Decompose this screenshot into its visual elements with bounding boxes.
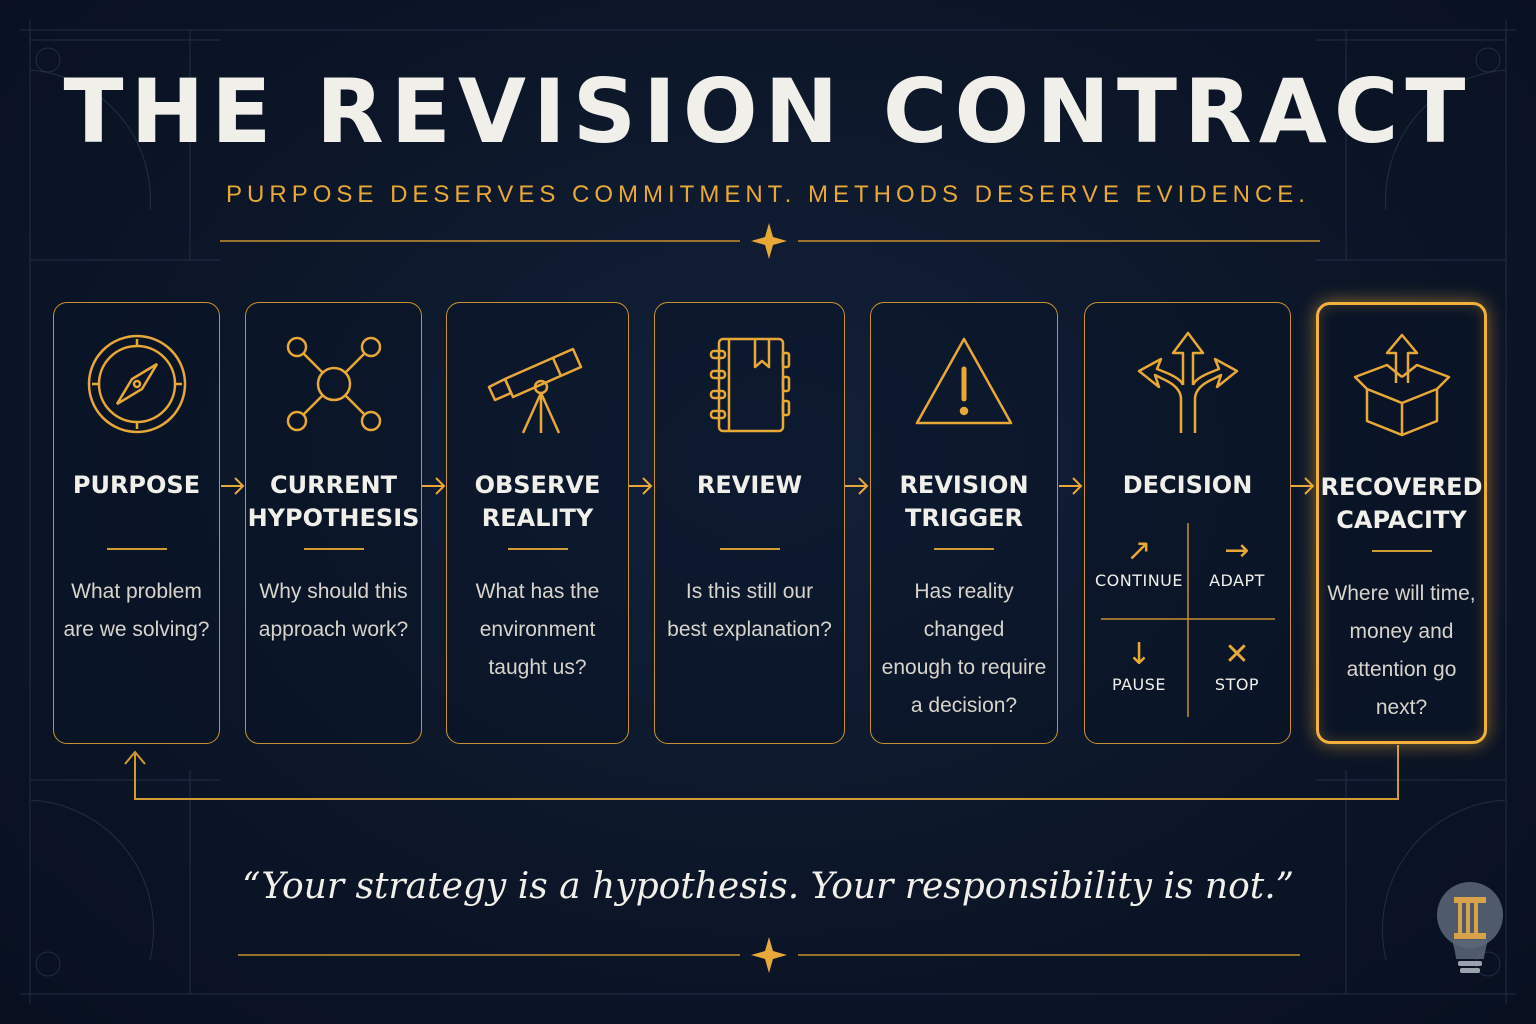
option-label: CONTINUE: [1094, 571, 1183, 590]
feedback-loop-arrow: [124, 745, 1399, 800]
connector-arrow: [1059, 477, 1083, 495]
step-card-decision: DECISION ↗ CONTINUE → ADAPT ↓ PAUSE ✕ ST…: [1084, 302, 1291, 744]
step-title: OBSERVE REALITY: [474, 471, 601, 532]
page-title: THE REVISION CONTRACT: [63, 60, 1473, 163]
connector-arrow: [422, 477, 446, 495]
step-question: Is this still our best explanation?: [667, 580, 832, 641]
page-subtitle: PURPOSE DESERVES COMMITMENT. METHODS DES…: [226, 181, 1310, 208]
title-divider: [934, 548, 994, 550]
title-divider: [1371, 550, 1432, 552]
step-question: Has reality changed enough to require a …: [881, 580, 1047, 717]
title-divider: [719, 548, 780, 550]
decision-option-pause: ↓ PAUSE: [1089, 637, 1189, 697]
arrow-down-icon: ↓: [1126, 637, 1152, 672]
step-question: What problem are we solving?: [63, 580, 210, 641]
notebook-icon: [709, 337, 790, 433]
step-question: Where will time, money and attention go …: [1327, 582, 1476, 719]
step-title: RECOVERED CAPACITY: [1320, 473, 1483, 534]
step-card-revision-trigger: REVISION TRIGGER Has reality changed eno…: [870, 302, 1058, 744]
warning-triangle-icon: [915, 337, 1013, 425]
option-label: ADAPT: [1209, 571, 1265, 590]
connector-arrow: [221, 477, 245, 495]
step-question: What has the environment taught us?: [475, 580, 600, 679]
decision-option-adapt: → ADAPT: [1187, 533, 1287, 593]
arrow-right-icon: →: [1224, 533, 1250, 568]
step-card-purpose: PURPOSE What problem are we solving?: [53, 302, 220, 744]
telescope-icon: [487, 347, 582, 434]
step-title: PURPOSE: [72, 471, 201, 499]
step-card-recovered-capacity: RECOVERED CAPACITY Where will time, mone…: [1316, 302, 1487, 744]
connector-arrow: [845, 477, 869, 495]
lightbulb-column-icon: [1437, 882, 1503, 973]
decision-grid: [1101, 523, 1275, 717]
header-star-ornament: [751, 223, 787, 259]
title-divider: [303, 548, 364, 550]
step-card-current-hypothesis: CURRENT HYPOTHESIS Why should this appro…: [245, 302, 422, 744]
step-title: DECISION: [1122, 471, 1253, 499]
step-title: REVISION TRIGGER: [899, 471, 1029, 532]
step-card-review: REVIEW Is this still our best explanatio…: [654, 302, 845, 744]
option-label: STOP: [1214, 675, 1260, 694]
step-question: Why should this approach work?: [258, 580, 409, 641]
footer-star-ornament: [751, 937, 787, 973]
closing-quote: “Your strategy is a hypothesis. Your res…: [241, 866, 1295, 907]
arrow-up-right-icon: ↗: [1126, 533, 1152, 568]
decision-option-stop: ✕ STOP: [1187, 637, 1287, 697]
connector-arrow: [629, 477, 653, 495]
network-icon: [286, 336, 381, 432]
open-box-arrow-icon: [1353, 333, 1450, 437]
compass-icon: [87, 334, 186, 434]
connector-arrow: [1291, 477, 1315, 495]
fork-arrows-icon: [1137, 331, 1238, 433]
step-title: REVIEW: [696, 471, 803, 499]
x-icon: ✕: [1224, 637, 1250, 672]
step-card-observe-reality: OBSERVE REALITY What has the environment…: [446, 302, 629, 744]
title-divider: [106, 548, 167, 550]
decision-option-continue: ↗ CONTINUE: [1089, 533, 1189, 593]
step-title: CURRENT HYPOTHESIS: [247, 471, 420, 532]
title-divider: [507, 548, 568, 550]
option-label: PAUSE: [1111, 675, 1167, 694]
